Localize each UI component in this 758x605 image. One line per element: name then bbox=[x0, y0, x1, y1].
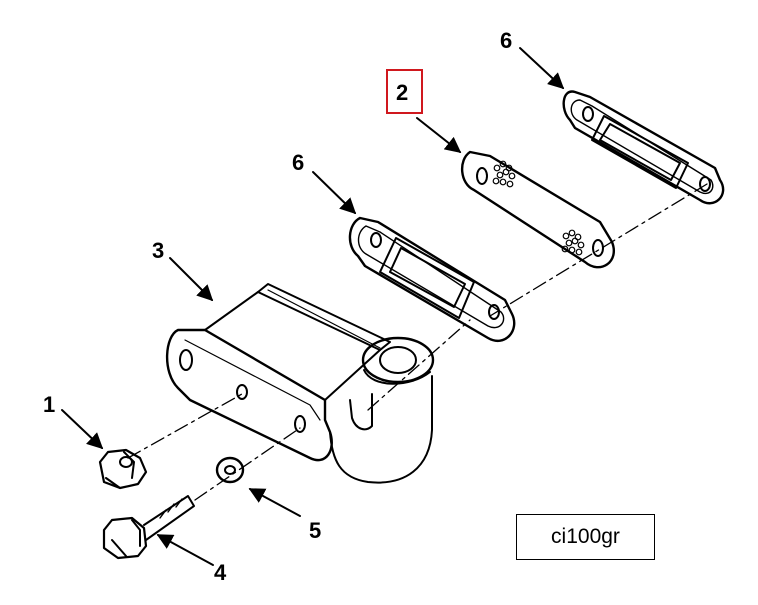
callout-2-highlight-box bbox=[386, 69, 423, 114]
leader-3 bbox=[169, 257, 214, 302]
callout-2: 2 bbox=[396, 80, 409, 105]
leader-6-top bbox=[519, 47, 565, 90]
callout-6-middle: 6 bbox=[292, 150, 305, 175]
callout-4: 4 bbox=[214, 560, 227, 585]
nut bbox=[98, 448, 148, 490]
callout-6-top: 6 bbox=[500, 28, 513, 53]
washer bbox=[215, 456, 245, 484]
leader-5 bbox=[248, 488, 301, 517]
callout-5: 5 bbox=[309, 518, 322, 543]
screen-plate bbox=[461, 150, 615, 269]
gasket-middle bbox=[348, 216, 516, 342]
leader-4 bbox=[156, 534, 214, 566]
alignment-lines bbox=[127, 183, 708, 501]
figure-id-label: ci100gr bbox=[516, 514, 655, 560]
callout-3: 3 bbox=[152, 238, 165, 263]
leader-6-mid bbox=[312, 171, 357, 215]
leader-2 bbox=[416, 117, 462, 153]
bolt bbox=[102, 495, 195, 560]
callout-1: 1 bbox=[43, 392, 56, 417]
leader-1 bbox=[61, 409, 104, 450]
gasket-top bbox=[562, 90, 725, 205]
silencer-body bbox=[165, 283, 435, 484]
